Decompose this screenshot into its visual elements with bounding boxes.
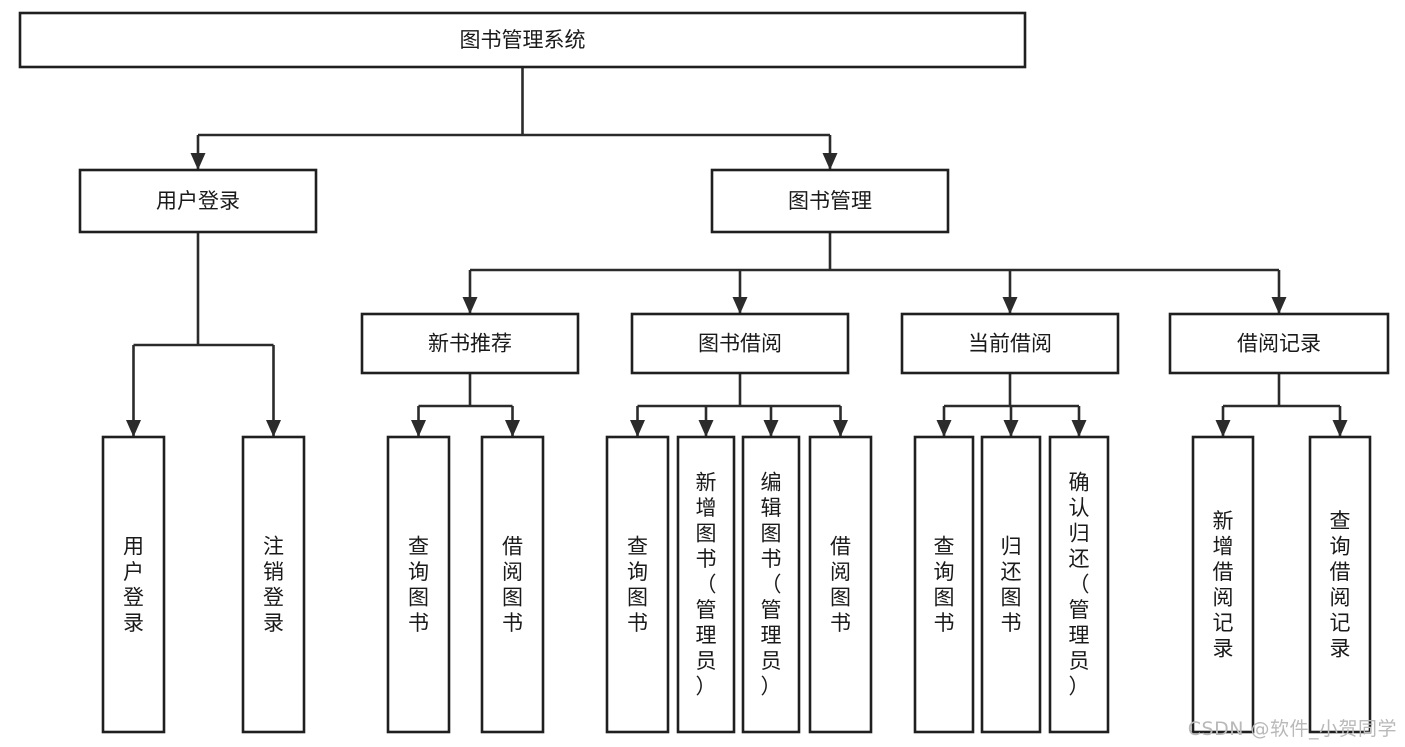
node-leaf-query-book-3[interactable]: 查询图书 [913, 435, 975, 734]
node-leaf-user-logout[interactable]: 注销登录 [241, 435, 306, 734]
node-leaf-edit-book[interactable]: 编辑图书（管理员） [741, 435, 801, 734]
node-box-borrow-record [1168, 312, 1390, 375]
arrow-head-icon [126, 420, 141, 437]
node-user-login[interactable]: 用户登录 [78, 168, 318, 234]
node-current-borrow[interactable]: 当前借阅 [900, 312, 1120, 375]
arrow-head-icon [266, 420, 281, 437]
node-book-borrow[interactable]: 图书借阅 [630, 312, 850, 375]
node-label-leaf-confirm-return: 确认归还（管理员） [1069, 471, 1090, 699]
node-box-root [18, 11, 1027, 69]
node-leaf-query-book-2[interactable]: 查询图书 [605, 435, 670, 734]
arrow-head-icon [1215, 420, 1231, 437]
node-label-leaf-edit-book: 编辑图书（管理员） [761, 471, 782, 699]
node-box-book-borrow [630, 312, 850, 375]
node-box-book-manage [710, 168, 950, 234]
arrow-head-icon [1332, 420, 1348, 437]
arrow-head-icon [1071, 420, 1087, 437]
node-box-leaf-edit-book [741, 435, 801, 734]
connector-layer [126, 67, 1348, 437]
node-box-leaf-confirm-return [1048, 435, 1110, 734]
arrow-head-icon [732, 297, 748, 314]
node-leaf-user-login[interactable]: 用户登录 [101, 435, 166, 734]
node-label-book-borrow: 图书借阅 [698, 332, 782, 356]
node-label-current-borrow: 当前借阅 [968, 332, 1052, 356]
arrow-head-icon [1003, 420, 1019, 437]
arrow-head-icon [1271, 297, 1287, 314]
node-box-leaf-query-record [1308, 435, 1372, 734]
node-leaf-confirm-return[interactable]: 确认归还（管理员） [1048, 435, 1110, 734]
node-box-new-book-recommend [360, 312, 580, 375]
node-box-leaf-borrow-book-1 [480, 435, 545, 734]
node-leaf-query-book-1[interactable]: 查询图书 [386, 435, 451, 734]
node-label-leaf-user-login: 用户登录 [123, 534, 144, 635]
node-borrow-record[interactable]: 借阅记录 [1168, 312, 1390, 375]
node-leaf-add-book[interactable]: 新增图书（管理员） [676, 435, 736, 734]
arrow-head-icon [630, 420, 645, 437]
node-box-leaf-return-book [980, 435, 1042, 734]
arrow-head-icon [936, 420, 952, 437]
node-label-new-book-recommend: 新书推荐 [428, 332, 512, 356]
node-box-leaf-add-book [676, 435, 736, 734]
node-box-leaf-user-login [101, 435, 166, 734]
node-new-book-recommend[interactable]: 新书推荐 [360, 312, 580, 375]
node-layer: 图书管理系统用户登录图书管理用户登录注销登录新书推荐图书借阅当前借阅借阅记录查询… [18, 11, 1390, 734]
node-box-leaf-user-logout [241, 435, 306, 734]
arrow-head-icon [505, 420, 520, 437]
arrow-head-icon [411, 420, 426, 437]
node-box-leaf-borrow-book-2 [808, 435, 873, 734]
node-box-leaf-query-book-3 [913, 435, 975, 734]
node-book-manage[interactable]: 图书管理 [710, 168, 950, 234]
node-label-leaf-borrow-book-1: 借阅图书 [502, 534, 523, 635]
arrow-head-icon [1002, 297, 1018, 314]
arrow-head-icon [190, 153, 206, 170]
node-box-leaf-add-record [1191, 435, 1255, 734]
node-label-root: 图书管理系统 [460, 28, 586, 52]
node-label-leaf-query-book-2: 查询图书 [627, 534, 648, 635]
node-box-leaf-query-book-1 [386, 435, 451, 734]
node-leaf-query-record[interactable]: 查询借阅记录 [1308, 435, 1372, 734]
node-leaf-borrow-book-2[interactable]: 借阅图书 [808, 435, 873, 734]
node-box-leaf-query-book-2 [605, 435, 670, 734]
arrow-head-icon [763, 420, 779, 437]
arrow-head-icon [833, 420, 848, 437]
node-label-leaf-return-book: 归还图书 [1001, 534, 1022, 635]
node-label-leaf-user-logout: 注销登录 [263, 534, 284, 635]
node-label-leaf-borrow-book-2: 借阅图书 [830, 534, 851, 635]
node-label-borrow-record: 借阅记录 [1237, 332, 1321, 356]
node-label-book-manage: 图书管理 [788, 189, 872, 213]
node-box-current-borrow [900, 312, 1120, 375]
node-label-leaf-add-book: 新增图书（管理员） [696, 471, 717, 699]
node-box-user-login [78, 168, 318, 234]
node-leaf-borrow-book-1[interactable]: 借阅图书 [480, 435, 545, 734]
node-label-leaf-add-record: 新增借阅记录 [1213, 509, 1234, 661]
arrow-head-icon [698, 420, 714, 437]
node-leaf-return-book[interactable]: 归还图书 [980, 435, 1042, 734]
node-root[interactable]: 图书管理系统 [18, 11, 1027, 69]
arrow-head-icon [822, 153, 838, 170]
node-leaf-add-record[interactable]: 新增借阅记录 [1191, 435, 1255, 734]
node-label-leaf-query-book-1: 查询图书 [408, 534, 429, 635]
node-label-user-login: 用户登录 [156, 189, 240, 213]
node-label-leaf-query-book-3: 查询图书 [934, 534, 955, 635]
arrow-head-icon [462, 297, 478, 314]
node-label-leaf-query-record: 查询借阅记录 [1330, 509, 1351, 661]
